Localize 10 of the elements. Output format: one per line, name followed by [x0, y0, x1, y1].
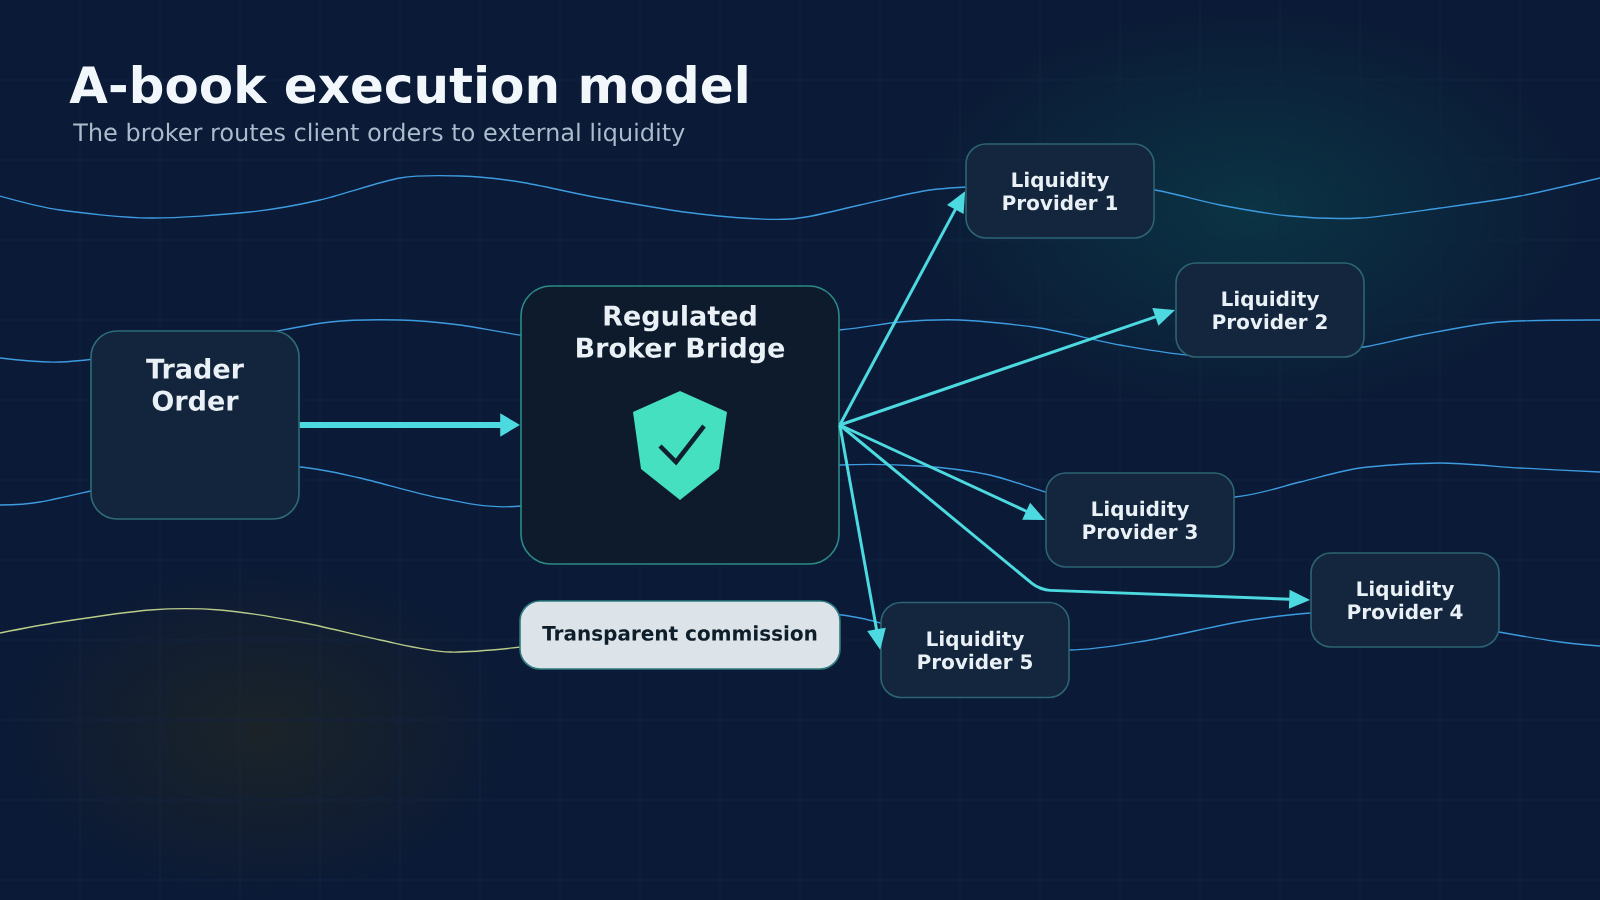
tag-pill: Transparent commission — [519, 600, 841, 670]
subtitle: The broker routes client orders to external liquidity — [73, 122, 685, 146]
provider-box: Liquidity Provider 2 — [1175, 262, 1365, 358]
provider-box: Liquidity Provider 1 — [965, 143, 1155, 239]
process-box: Trader Order — [90, 330, 300, 520]
title: A-book execution model — [69, 65, 747, 104]
process-box: Regulated Broker Bridge — [520, 285, 840, 565]
provider-box: Liquidity Provider 3 — [1045, 472, 1235, 568]
provider-box: Liquidity Provider 4 — [1310, 552, 1500, 648]
provider-box: Liquidity Provider 5 — [880, 601, 1070, 699]
